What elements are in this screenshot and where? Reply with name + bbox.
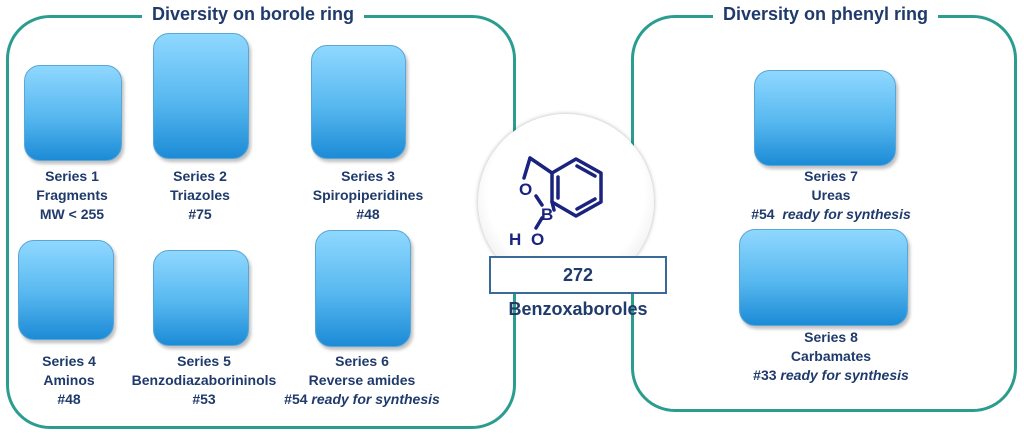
series-3-label: Series 3 Spiropiperidines #48 [278,167,458,224]
borole-panel-title: Diversity on borole ring [142,4,365,25]
b-c-bond [550,200,556,212]
series-8-status: ready for synthesis [780,367,909,383]
hydroxyl-h-label: H [509,230,521,249]
series-4-name: Series 4 [42,353,96,369]
series-3-detail: #48 [356,206,380,222]
series-5-name: Series 5 [177,353,231,369]
series-6-card [315,230,411,347]
series-4-card [18,240,114,340]
series-5-detail: #53 [192,391,216,407]
series-7-label: Series 7 Ureas #54 ready for synthesis [741,167,921,224]
series-7-detail: #54 ready for synthesis [741,205,921,224]
series-1-label: Series 1 Fragments MW < 255 [0,167,162,224]
series-6-name: Series 6 [335,353,389,369]
series-4-class: Aminos [43,372,95,388]
aromatic-double-bond [575,197,597,211]
series-8-detail: #33 ready for synthesis [741,366,921,385]
b-oh-bond [534,216,544,230]
series-5-label: Series 5 Benzodiazaborininols #53 [114,352,294,409]
series-3-class: Spiropiperidines [312,187,424,203]
series-6-count: #54 [284,391,308,407]
series-2-class: Triazoles [170,187,230,203]
boron-atom-label: B [541,205,553,224]
series-5-card [153,250,249,346]
series-7-status: ready for synthesis [782,206,911,222]
series-8-count: #33 [753,367,777,383]
phenyl-panel-title: Diversity on phenyl ring [713,4,939,25]
aromatic-double-bond [575,164,597,178]
series-8-name: Series 8 [804,329,858,345]
series-8-class: Carbamates [790,348,872,364]
series-6-detail: #54 ready for synthesis [272,390,452,409]
series-1-class: Fragments [36,187,108,203]
benzoxaborole-structure: O B H O [509,156,603,249]
series-2-label: Series 2 Triazoles #75 [110,167,290,224]
series-7-class: Ureas [811,187,851,203]
oxygen-atom-label: O [519,180,532,199]
series-2-card [153,33,249,159]
benzoxaborole-count-label: 272 Benzoxaboroles [489,256,667,319]
series-4-label: Series 4 Aminos #48 [0,352,159,409]
hydroxyl-o-label: O [531,230,544,249]
series-5-class: Benzodiazaborininols [131,372,277,388]
o-b-bond [534,194,544,207]
series-1-detail: MW < 255 [39,206,105,222]
methylene-bond [528,156,554,175]
series-3-name: Series 3 [341,168,395,184]
series-1-card [24,65,122,161]
series-8-card [739,229,908,326]
series-7-count: #54 [751,206,775,222]
series-6-status: ready for synthesis [311,391,440,407]
series-4-detail: #48 [57,391,81,407]
series-7-card [754,70,896,166]
series-2-name: Series 2 [173,168,227,184]
series-6-label: Series 6 Reverse amides #54 ready for sy… [272,352,452,409]
series-3-card [311,45,406,159]
series-2-detail: #75 [188,206,212,222]
c-o-bond [522,156,532,180]
series-8-label: Series 8 Carbamates #33 ready for synthe… [741,328,921,385]
series-7-name: Series 7 [804,168,858,184]
series-1-name: Series 1 [45,168,99,184]
series-6-class: Reverse amides [308,372,416,388]
